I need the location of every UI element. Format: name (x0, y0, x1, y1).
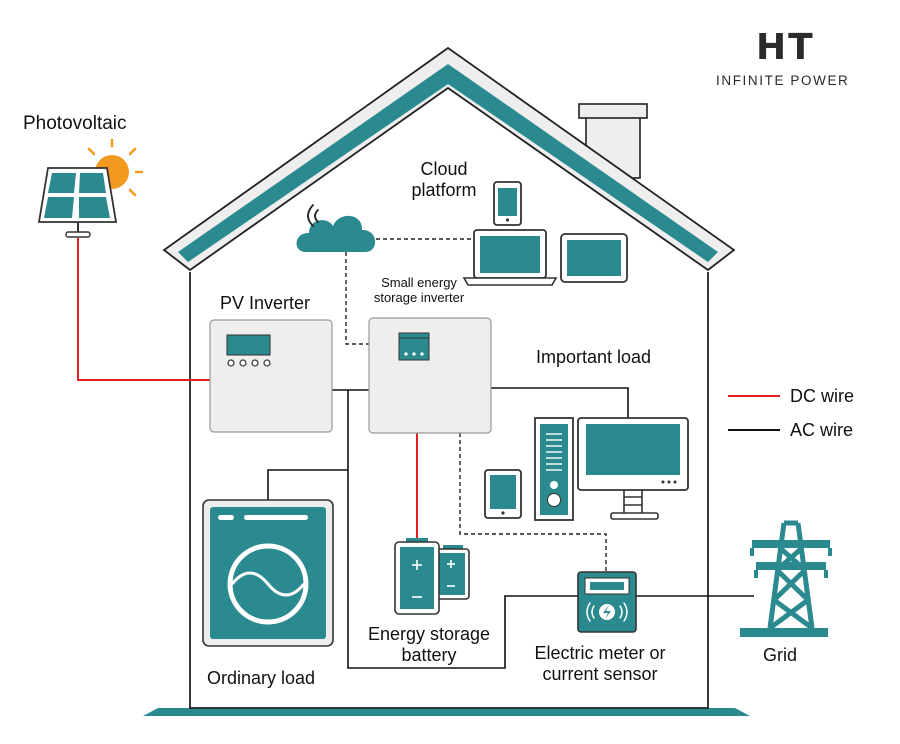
house-roof (162, 46, 736, 272)
brand-logo: HT (756, 27, 815, 68)
label-energy-storage-battery: Energy storage battery (367, 624, 491, 665)
monitor-icon (577, 417, 689, 520)
label-pv-inverter: PV Inverter (220, 293, 311, 313)
solar-panel-icon (37, 138, 144, 238)
brand-tagline: INFINITE POWER (716, 73, 850, 88)
ac-wires (267, 387, 754, 669)
legend-label-dc: DC wire (790, 386, 855, 406)
electric-meter-icon (577, 571, 637, 633)
phone-icon (493, 181, 522, 226)
label-electric-meter: Electric meter or current sensor (534, 643, 666, 684)
pv-inverter (209, 319, 333, 433)
ground-base (143, 708, 750, 716)
label-cloud-platform: Cloud platform (411, 159, 477, 200)
label-ordinary-load: Ordinary load (207, 668, 316, 688)
storage-inverter (368, 317, 492, 434)
wifi-icon (307, 204, 319, 227)
house-wall (189, 272, 709, 709)
cloud-icon (296, 204, 376, 252)
tablet-icon (560, 233, 628, 283)
laptop-icon (462, 229, 558, 286)
grid-tower-icon (740, 520, 832, 637)
label-storage-inverter: Small energy storage inverter (373, 275, 465, 305)
small-tablet-icon (484, 469, 522, 519)
battery-icon (394, 538, 470, 615)
label-important-load: Important load (536, 347, 652, 367)
label-photovoltaic: Photovoltaic (23, 113, 127, 134)
label-grid: Grid (763, 645, 798, 665)
comm-dashed-lines (345, 238, 607, 572)
washing-machine-icon (202, 499, 334, 647)
dc-wire-pv (77, 238, 210, 381)
pc-tower-icon (534, 417, 574, 521)
legend-label-ac: AC wire (790, 420, 854, 440)
